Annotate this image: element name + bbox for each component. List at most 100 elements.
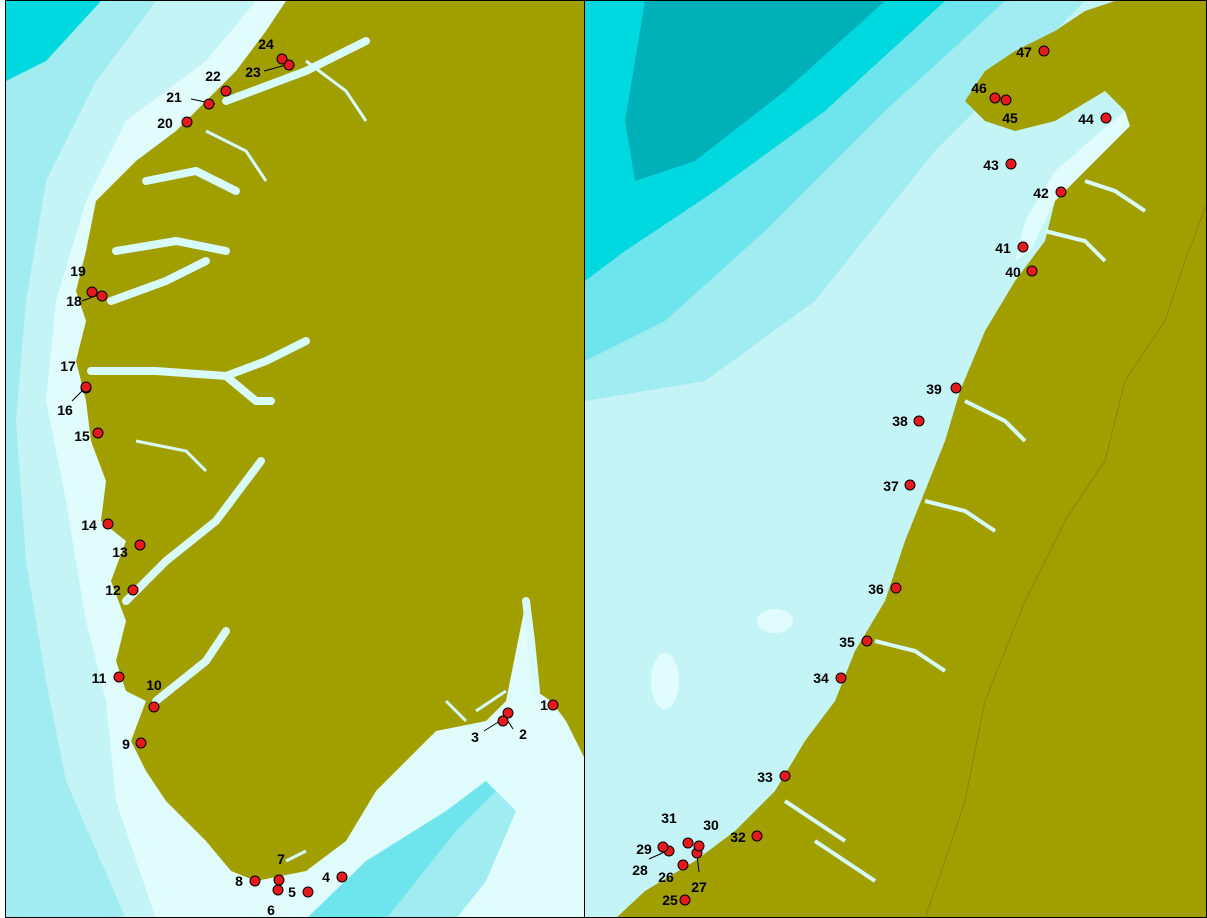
site-marker-41 xyxy=(1017,241,1029,253)
site-marker-38 xyxy=(913,415,925,427)
site-marker-6 xyxy=(272,884,284,896)
site-label-15: 15 xyxy=(74,428,90,444)
site-label-21: 21 xyxy=(166,89,182,105)
site-label-14: 14 xyxy=(81,517,97,533)
site-label-41: 41 xyxy=(995,240,1011,256)
site-label-24: 24 xyxy=(258,36,274,52)
sea-band-outer xyxy=(6,1,256,917)
site-label-43: 43 xyxy=(983,157,999,173)
site-label-31: 31 xyxy=(661,810,677,826)
central-norway-map: 2526272829303132333435363738394041424344… xyxy=(585,1,1206,917)
site-marker-7 xyxy=(273,874,285,886)
site-marker-1 xyxy=(547,699,559,711)
site-label-12: 12 xyxy=(105,582,121,598)
site-marker-44 xyxy=(1100,112,1112,124)
site-label-40: 40 xyxy=(1005,264,1021,280)
site-marker-19 xyxy=(86,286,98,298)
site-marker-30 xyxy=(693,840,705,852)
site-markers-north: 2526272829303132333435363738394041424344… xyxy=(632,44,1112,908)
site-marker-13 xyxy=(134,539,146,551)
site-marker-22 xyxy=(220,85,232,97)
site-marker-39 xyxy=(950,382,962,394)
site-label-42: 42 xyxy=(1033,185,1049,201)
site-label-37: 37 xyxy=(883,478,899,494)
site-marker-15 xyxy=(92,427,104,439)
site-label-35: 35 xyxy=(839,634,855,650)
site-marker-45 xyxy=(1000,94,1012,106)
deepest-sea xyxy=(625,1,885,181)
land-central-norway xyxy=(617,1,1206,917)
site-label-22: 22 xyxy=(205,68,221,84)
site-label-44: 44 xyxy=(1078,111,1094,127)
site-marker-12 xyxy=(127,584,139,596)
site-label-19: 19 xyxy=(70,263,86,279)
site-marker-43 xyxy=(1005,158,1017,170)
shallow-bank-2 xyxy=(651,653,679,709)
site-label-34: 34 xyxy=(813,670,829,686)
site-label-1: 1 xyxy=(540,697,548,713)
site-marker-9 xyxy=(135,737,147,749)
site-label-18: 18 xyxy=(66,293,82,309)
site-marker-42 xyxy=(1055,186,1067,198)
site-marker-20 xyxy=(181,116,193,128)
site-label-7: 7 xyxy=(277,851,285,867)
site-label-6: 6 xyxy=(267,902,275,918)
site-marker-17 xyxy=(80,381,92,393)
site-marker-25 xyxy=(679,894,691,906)
site-label-47: 47 xyxy=(1016,44,1032,60)
site-label-29: 29 xyxy=(636,841,652,857)
site-marker-21 xyxy=(203,98,215,110)
site-marker-34 xyxy=(835,672,847,684)
site-marker-2 xyxy=(502,707,514,719)
site-marker-36 xyxy=(890,582,902,594)
vestfjorden xyxy=(1015,111,1130,261)
site-marker-18 xyxy=(96,290,108,302)
site-label-46: 46 xyxy=(971,80,987,96)
site-marker-11 xyxy=(113,671,125,683)
site-marker-40 xyxy=(1026,265,1038,277)
minor-fjords xyxy=(135,59,507,863)
site-marker-14 xyxy=(102,518,114,530)
site-label-17: 17 xyxy=(60,358,76,374)
site-label-20: 20 xyxy=(157,115,173,131)
site-label-26: 26 xyxy=(658,869,674,885)
site-marker-10 xyxy=(148,701,160,713)
site-marker-24 xyxy=(276,53,288,65)
fjords xyxy=(87,37,540,705)
site-label-23: 23 xyxy=(245,64,261,80)
site-label-11: 11 xyxy=(92,670,107,686)
site-label-38: 38 xyxy=(892,413,908,429)
site-label-9: 9 xyxy=(122,736,130,752)
site-label-2: 2 xyxy=(519,726,527,742)
sea-band-skagerrak-deep xyxy=(387,791,516,917)
site-label-3: 3 xyxy=(471,729,479,745)
site-marker-29 xyxy=(657,841,669,853)
site-label-16: 16 xyxy=(57,402,73,418)
shallow-bank xyxy=(757,609,793,633)
deep-sea-northwest xyxy=(6,1,101,81)
site-label-10: 10 xyxy=(146,677,162,693)
site-marker-23 xyxy=(283,59,295,71)
site-marker-5 xyxy=(302,886,314,898)
site-label-28: 28 xyxy=(632,862,648,878)
bank-shoal xyxy=(733,281,757,321)
site-label-5: 5 xyxy=(288,884,296,900)
site-label-4: 4 xyxy=(322,869,330,885)
site-label-32: 32 xyxy=(730,829,746,845)
site-marker-26 xyxy=(677,859,689,871)
site-marker-35 xyxy=(861,635,873,647)
border-lines xyxy=(925,204,1206,917)
site-marker-33 xyxy=(779,770,791,782)
site-label-36: 36 xyxy=(868,581,884,597)
site-marker-32 xyxy=(751,830,763,842)
site-label-8: 8 xyxy=(235,873,243,889)
site-marker-47 xyxy=(1038,45,1050,57)
site-label-27: 27 xyxy=(691,879,707,895)
site-marker-8 xyxy=(249,875,261,887)
site-marker-3 xyxy=(497,715,509,727)
site-label-30: 30 xyxy=(703,817,719,833)
site-label-25: 25 xyxy=(662,892,678,908)
